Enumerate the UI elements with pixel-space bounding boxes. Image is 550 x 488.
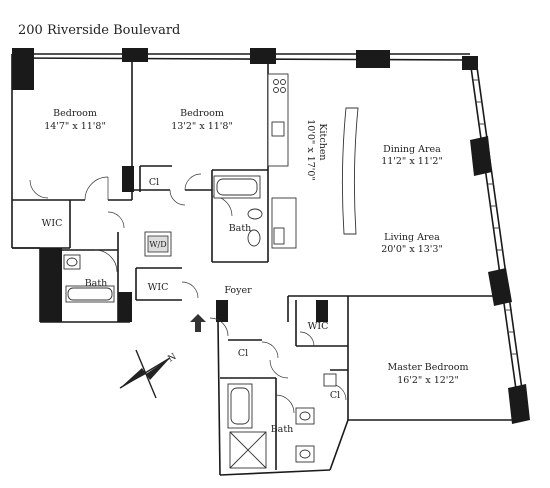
compass-north-label: N	[167, 352, 179, 365]
label-wic-foyer: WIC	[148, 282, 169, 293]
room-dim-living-area: 20'0" x 13'3"	[381, 244, 443, 255]
room-dim-dining-area: 11'2" x 11'2"	[381, 156, 443, 167]
room-name-bedroom-1: Bedroom	[53, 108, 97, 119]
pillars	[12, 48, 530, 424]
compass-icon: N	[119, 349, 179, 399]
room-name-dining-area: Dining Area	[383, 144, 441, 155]
room-name-master-bedroom: Master Bedroom	[388, 362, 469, 373]
room-name-living-area: Living Area	[384, 232, 440, 243]
room-dim-kitchen: 10'0" x 17'0"	[305, 119, 316, 181]
label-bath-1: Bath	[85, 278, 108, 289]
room-labels: Bedroom 14'7" x 11'8" Bedroom 13'2" x 11…	[42, 108, 469, 435]
building-title: 200 Riverside Boulevard	[18, 23, 180, 38]
label-wic-bedroom-1: WIC	[42, 218, 63, 229]
label-closet-lower: Cl	[238, 348, 248, 359]
room-name-kitchen: Kitchen	[317, 123, 328, 160]
room-dim-master-bedroom: 16'2" x 12'2"	[397, 375, 459, 386]
label-closet-master: Cl	[330, 390, 340, 401]
room-dim-bedroom-1: 14'7" x 11'8"	[44, 121, 106, 132]
label-bath-master: Bath	[271, 424, 294, 435]
fixtures	[63, 73, 359, 469]
room-dim-bedroom-2: 13'2" x 11'8"	[171, 121, 233, 132]
label-wd: W/D	[149, 240, 166, 249]
door-swings	[29, 173, 347, 414]
label-foyer: Foyer	[224, 285, 252, 296]
window-ticks	[473, 79, 518, 355]
label-bath-center: Bath	[229, 223, 252, 234]
label-wic-master: WIC	[308, 321, 329, 332]
entry-arrow-icon	[190, 314, 206, 332]
label-closet-bedroom-2: Cl	[149, 177, 159, 188]
room-name-bedroom-2: Bedroom	[180, 108, 224, 119]
